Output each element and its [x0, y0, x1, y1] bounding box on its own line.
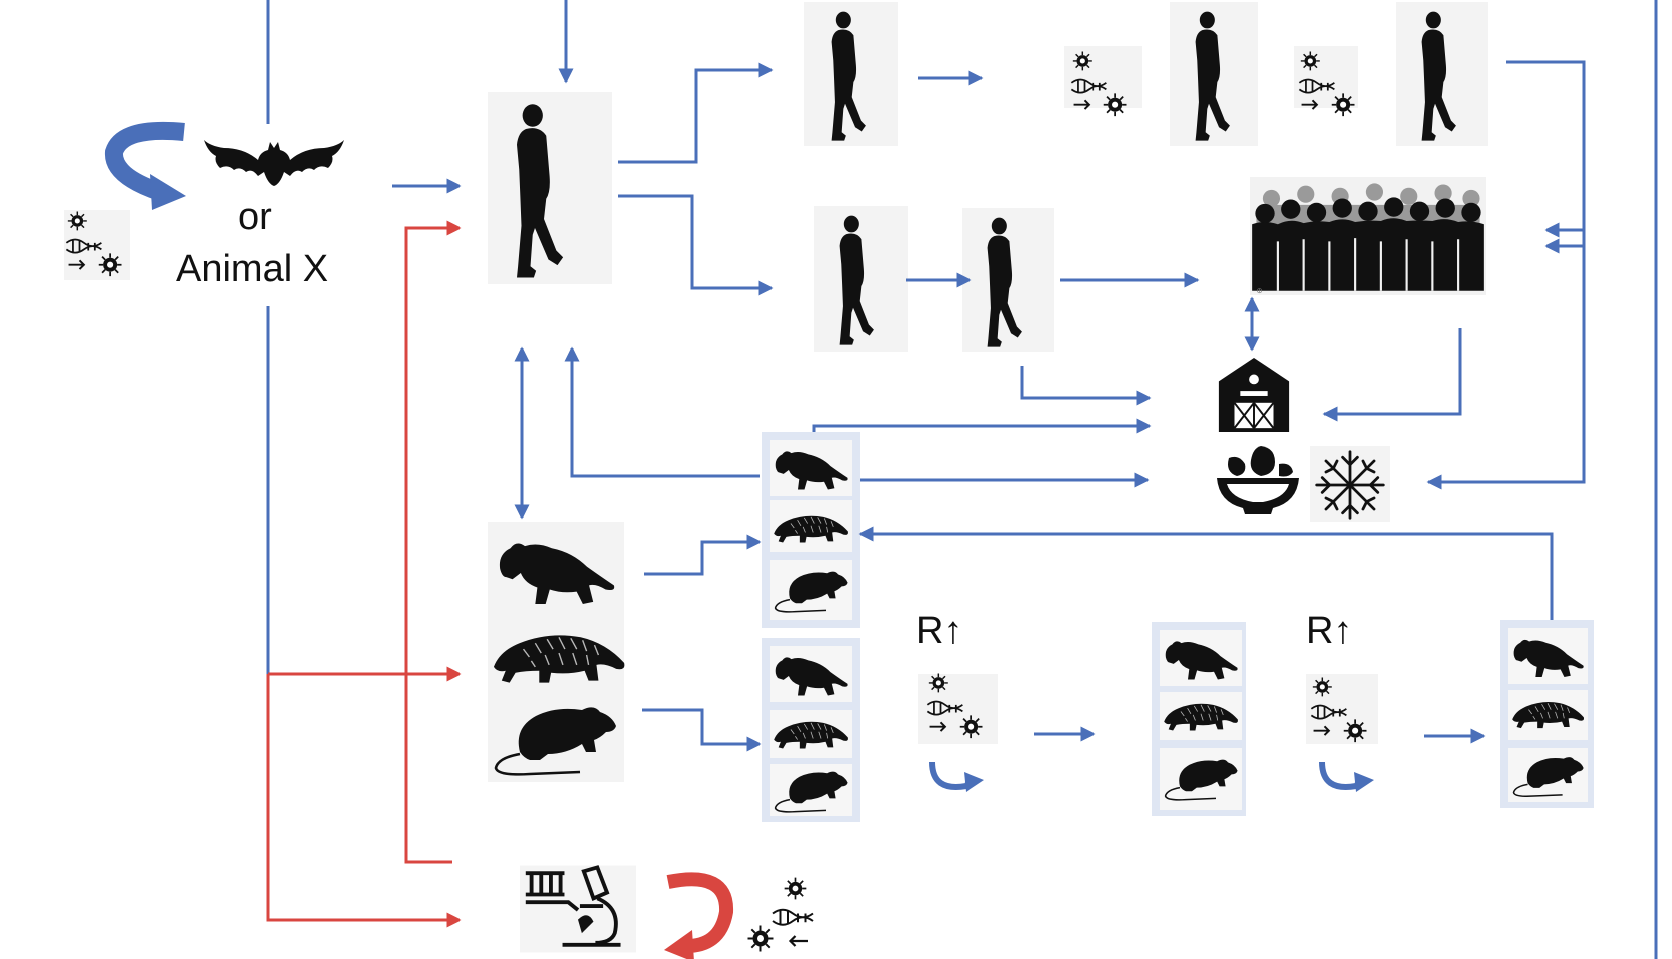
source-animal-label: Animal X	[176, 248, 329, 290]
food-bowl-icon	[1217, 446, 1299, 514]
source-or-label: or	[238, 196, 272, 238]
red-connectors	[266, 220, 462, 928]
snowflake-icon	[1315, 450, 1385, 520]
virus-mutation-icon	[748, 878, 814, 952]
host-panels	[762, 432, 1594, 822]
hook-arrows	[929, 761, 1365, 790]
self-cycle-arrow	[105, 121, 186, 210]
crowd-icon	[1250, 175, 1486, 297]
farm-barn-icon	[1217, 356, 1291, 434]
bat-icon	[204, 140, 344, 186]
laboratory-microscope-icon	[520, 866, 636, 953]
resistance-increase-label: R↑	[1306, 610, 1353, 652]
resistance-increase-label: R↑	[916, 610, 963, 652]
lab-cycle-arrow	[664, 872, 734, 959]
